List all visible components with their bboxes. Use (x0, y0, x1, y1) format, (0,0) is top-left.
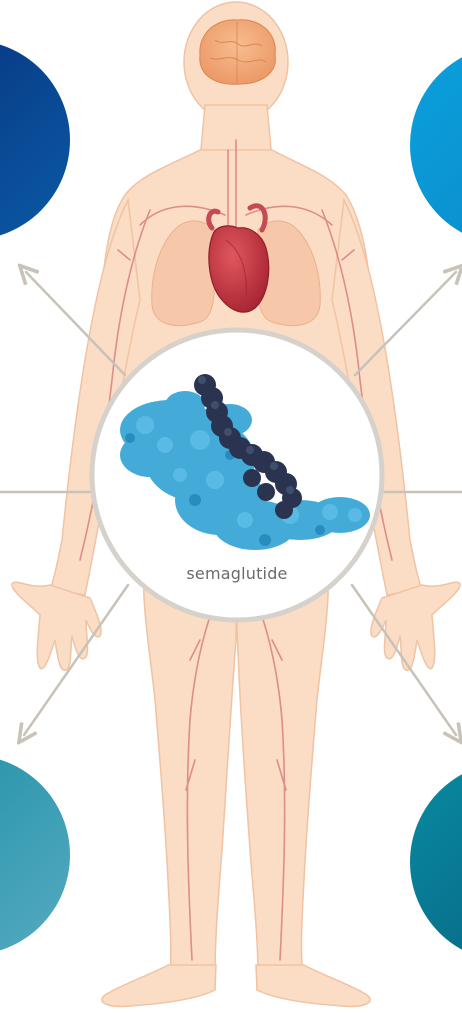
brain-icon (200, 20, 276, 84)
circle-top-right (410, 45, 462, 245)
circle-bottom-right (410, 762, 462, 962)
molecule-label: semaglutide (92, 564, 382, 583)
circle-top-left (0, 40, 70, 240)
circle-bottom-left (0, 755, 70, 955)
